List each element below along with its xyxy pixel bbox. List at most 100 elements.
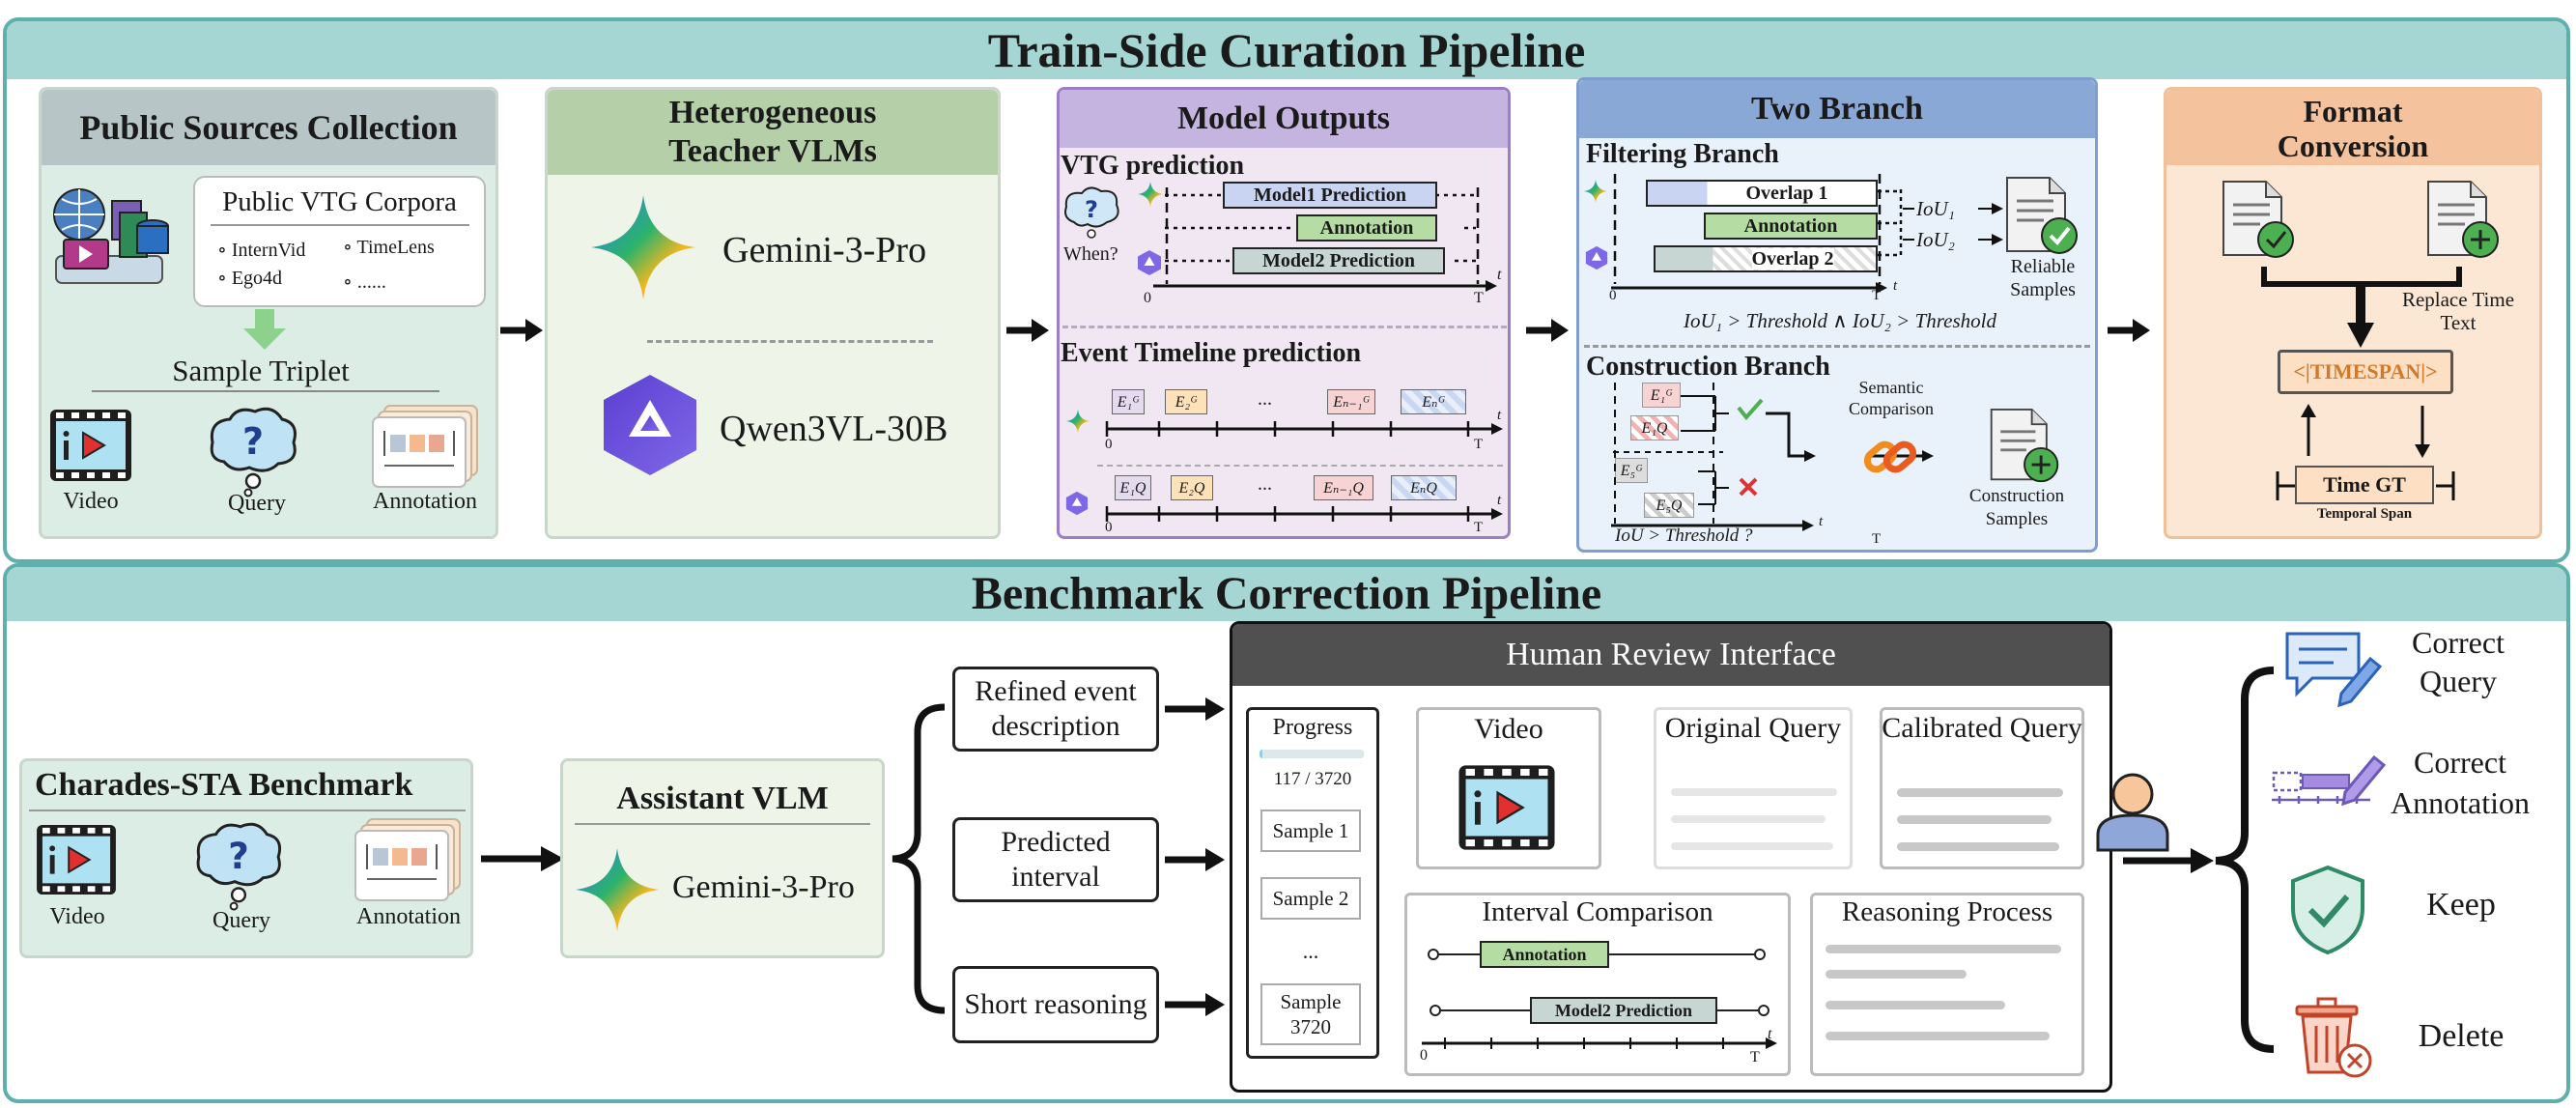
action-label[interactable]: Delete	[2418, 1018, 2505, 1054]
qwen-icon	[1065, 491, 1089, 516]
gemini-star-icon	[576, 848, 659, 931]
model2-prediction-bar: Model2 Prediction	[1530, 997, 1717, 1024]
calibrated-query-title: Calibrated Query	[1882, 712, 2082, 744]
flow-arrow-icon	[1165, 993, 1225, 1016]
benchmark-pipeline-banner: Benchmark Correction Pipeline	[7, 567, 2566, 621]
model1-prediction-bar: Model1 Prediction	[1223, 182, 1437, 209]
event-timeline-axis	[1105, 506, 1503, 522]
qwen-icon	[604, 375, 696, 475]
branch-divider	[1584, 345, 2090, 348]
iou2-label: IoU₂	[1916, 228, 1955, 251]
assistant-model-name: Gemini-3-Pro	[672, 869, 855, 905]
down-arrow-icon	[243, 309, 286, 350]
placeholder-line	[1826, 1032, 2050, 1040]
check-doc-icon	[2222, 181, 2294, 258]
axis-T: T	[1474, 290, 1484, 306]
placeholder-line	[1671, 788, 1837, 796]
annotation-bar: Annotation	[1704, 213, 1878, 240]
placeholder-line	[1897, 788, 2063, 797]
vtg-prediction-label: VTG prediction	[1061, 151, 1245, 181]
corpora-title: Public VTG Corpora	[222, 186, 457, 217]
format-connector	[2261, 267, 2462, 348]
charades-item-label: Query	[212, 908, 270, 933]
reasoning-title: Reasoning Process	[1841, 896, 2053, 927]
trash-icon[interactable]	[2291, 997, 2378, 1080]
event-segment: E₂Q	[1171, 475, 1213, 500]
qwen-icon	[1138, 250, 1161, 275]
teacher-model-name: Gemini-3-Pro	[722, 230, 927, 270]
svg-text:?: ?	[1085, 196, 1098, 223]
query-bubble-icon: ?	[210, 407, 297, 497]
temporal-span-label: Temporal Span	[2316, 506, 2413, 522]
axis-zero: 0	[1105, 437, 1113, 452]
flow-arrow-icon	[1526, 319, 1569, 342]
sample-list-item[interactable]: Sample 1	[1260, 810, 1361, 852]
action-brace	[2215, 667, 2275, 1053]
original-query-title: Original Query	[1664, 712, 1842, 744]
timespan-token: <|TIMESPAN|>	[2278, 350, 2453, 394]
replace-time-text-label: Replace Time Text	[2401, 288, 2515, 334]
interval-comparison-panel	[1404, 893, 1791, 1076]
triplet-item-label: Video	[63, 489, 119, 514]
video-panel-title: Video	[1474, 713, 1543, 745]
axis-T: T	[1474, 437, 1484, 452]
train-pipeline-title: Train-Side Curation Pipeline	[987, 23, 1586, 77]
person-icon	[2096, 773, 2169, 852]
iou1-label: IoU₁	[1916, 197, 1955, 220]
sample-list-item[interactable]: Sample 2	[1260, 877, 1361, 920]
corpora-item: ∘ ......	[343, 271, 386, 293]
corpora-item: ∘ Ego4d	[217, 268, 283, 289]
axis-t: t	[1893, 278, 1898, 294]
edit-query-icon[interactable]	[2283, 630, 2386, 708]
interval-comparison-title: Interval Comparison	[1482, 896, 1713, 927]
axis-zero: 0	[1420, 1047, 1428, 1064]
teacher-divider	[647, 340, 933, 343]
assistant-vlm-card	[560, 758, 885, 958]
model2-prediction-bar: Model2 Prediction	[1232, 247, 1445, 274]
action-label[interactable]: Correct Query	[2412, 625, 2505, 698]
video-icon[interactable]	[1457, 763, 1557, 852]
placeholder-line	[1826, 1001, 2005, 1009]
svg-text:?: ?	[242, 420, 264, 463]
corpora-item: ∘ TimeLens	[343, 237, 435, 258]
reliable-samples-label: Reliable Samples	[2010, 256, 2076, 300]
query-bubble-icon: ?	[1064, 186, 1119, 239]
reasoning-panel	[1810, 893, 2084, 1076]
teacher-vlms-title: Heterogeneous Teacher VLMs	[668, 95, 877, 169]
action-label[interactable]: Keep	[2426, 887, 2496, 923]
charades-item-label: Annotation	[356, 904, 461, 929]
progress-bar	[1260, 750, 1364, 758]
query-bubble-icon: ?	[196, 822, 282, 911]
format-conversion-title: Format Conversion	[2277, 94, 2429, 163]
shield-check-icon[interactable]	[2289, 864, 2366, 956]
axis-T: T	[1474, 520, 1484, 535]
human-review-title: Human Review Interface	[1506, 637, 1836, 672]
model-outputs-title: Model Outputs	[1176, 100, 1391, 136]
flow-arrow-icon	[2123, 848, 2214, 873]
format-arrows	[2301, 404, 2430, 458]
action-label[interactable]: Correct Annotation	[2391, 745, 2530, 820]
progress-count: 117 / 3720	[1273, 769, 1352, 789]
event-segment: Eₙ₋₁ᴳ	[1327, 389, 1375, 414]
axis-zero: 0	[1144, 290, 1151, 306]
short-reasoning-box: Short reasoning	[952, 966, 1159, 1043]
construction-samples-label: Construction Samples	[1968, 486, 2065, 529]
calibrated-query-panel[interactable]	[1880, 707, 2084, 869]
edit-annotation-icon[interactable]	[2270, 750, 2392, 811]
event-segment: Eₙ₋₁Q	[1314, 475, 1373, 500]
charades-title: Charades-STA Benchmark	[35, 767, 413, 803]
gemini-star-icon	[1066, 410, 1090, 433]
event-segment: EₙQ	[1391, 475, 1457, 500]
sample-list-ellipsis: ...	[1302, 939, 1319, 963]
construction-doc-icon	[1990, 408, 2059, 483]
sample-list-item[interactable]: Sample 3720	[1260, 983, 1361, 1045]
corpora-box	[193, 176, 486, 307]
outputs-divider	[1062, 326, 1507, 328]
axis-zero: 0	[1105, 520, 1113, 535]
placeholder-line	[1897, 815, 2052, 824]
event-segment: E₁ᴳ	[1642, 383, 1681, 408]
overlap1-bar: Overlap 1	[1646, 180, 1878, 207]
teacher-vlms-header: Heterogeneous Teacher VLMs	[548, 90, 998, 175]
annotation-icon	[354, 818, 461, 901]
annotation-icon	[372, 405, 478, 488]
